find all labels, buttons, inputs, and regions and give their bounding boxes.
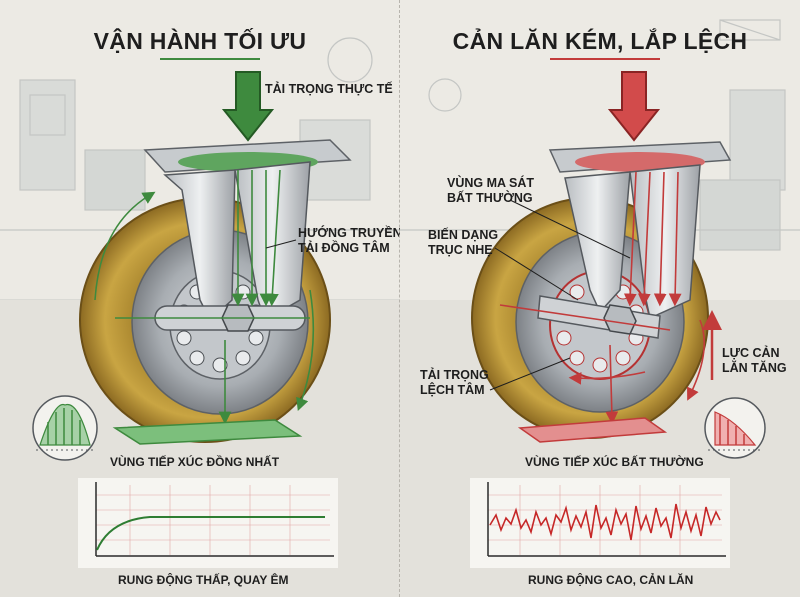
label-axle-deformation: BIẾN DẠNG TRỤC NHẸ [428,228,499,257]
uniform-distribution-gauge [32,395,98,461]
caption-high-vibration: RUNG ĐỘNG CAO, CẢN LĂN [528,573,694,587]
contact-patch-uniform [112,419,303,445]
caption-low-vibration: RUNG ĐỘNG THẤP, QUAY ÊM [118,573,289,587]
label-actual-load: TẢI TRỌNG THỰC TẾ [265,82,393,96]
panel-poor-rolling: CẢN LĂN KÉM, LẮP LỆCH VÙNG MA SÁT BẤT TH… [400,0,800,597]
title-underline-green [160,58,260,60]
panel-divider [399,0,400,597]
misaligned-caster-illustration [400,19,800,597]
smooth-vibration-curve [96,516,325,551]
callout-leaders [489,199,631,391]
label-concentric-transfer: HƯỚNG TRUYỀN TẢI ĐỒNG TÂM [298,226,400,255]
caption-uniform-contact: VÙNG TIẾP XÚC ĐỒNG NHẤT [110,455,280,469]
load-arrow-icon [221,71,275,142]
title-underline-red [550,58,660,60]
offset-load-lines [499,171,706,425]
panel-title-poor-rolling: CẢN LĂN KÉM, LẮP LỆCH [452,28,748,54]
label-rolling-resistance: LỰC CẢN LĂN TĂNG [722,346,787,375]
noisy-vibration-curve [489,503,721,541]
panel-title-optimal: VẬN HÀNH TỐI ƯU [93,28,307,54]
low-vibration-graph [78,478,338,568]
irregular-distribution-gauge [704,397,766,459]
caption-irregular-contact: VÙNG TIẾP XÚC BẤT THƯỜNG [525,455,704,469]
concentric-load-lines [94,169,315,425]
offset-load-arrow-icon [607,71,661,142]
panel-optimal-operation: VẬN HÀNH TỐI ƯU TẢI TRỌNG THỰC TẾ HƯỚNG … [0,28,400,587]
high-vibration-graph [470,478,730,568]
axle-nut-right [603,304,637,335]
label-offset-load: TẢI TRỌNG LỆCH TÂM [420,368,489,397]
label-abnormal-friction: VÙNG MA SÁT BẤT THƯỜNG [447,176,535,205]
optimal-caster-illustration [0,37,400,584]
contact-patch-irregular [517,417,668,443]
